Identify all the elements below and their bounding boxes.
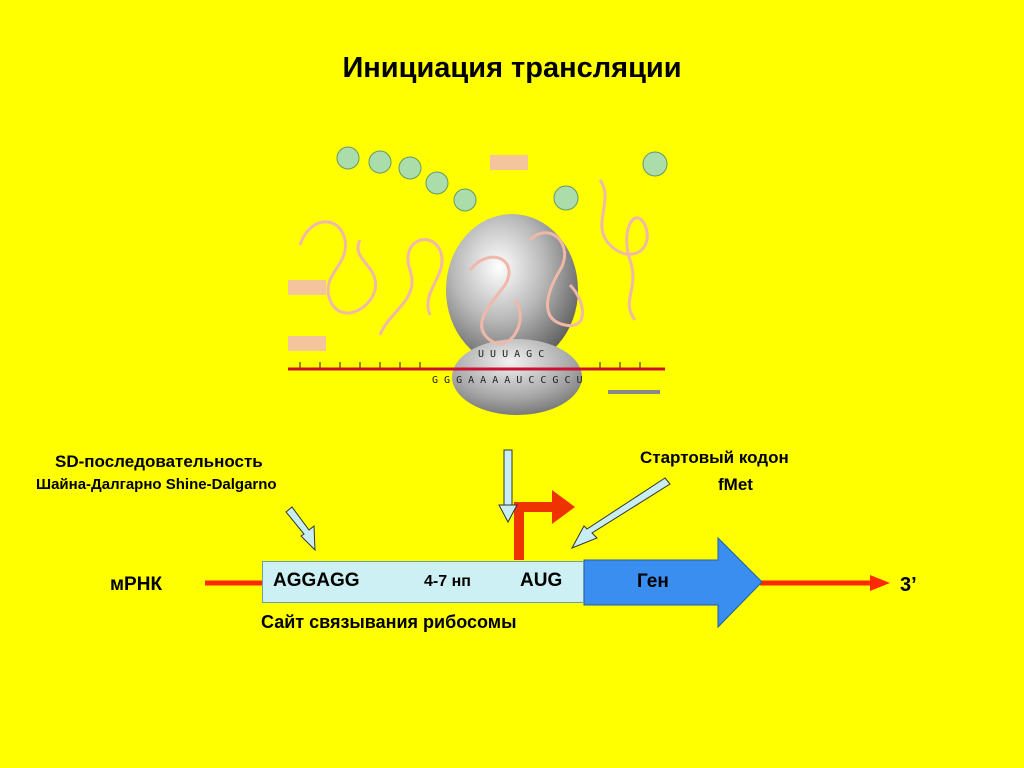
binding-site-label: Сайт связывания рибосомы <box>261 612 517 632</box>
large-subunit <box>446 214 578 366</box>
figure-codon-text: U U U A G C <box>478 349 544 360</box>
start-arrow-shaft <box>514 502 555 560</box>
trna-top-tag <box>490 155 528 170</box>
pointer-arrows <box>285 449 671 552</box>
start-codon-sub: fMet <box>718 475 753 494</box>
gene-arrow <box>583 536 763 629</box>
start-arrow-head <box>552 490 575 524</box>
start-codon-title: Стартовый кодон <box>640 448 789 467</box>
mrna-arrowhead <box>870 575 890 591</box>
small-subunit <box>452 339 582 415</box>
sd-subtitle: Шайна-Далгарно Shine-Dalgarno <box>36 476 277 493</box>
spacer-length: 4-7 нп <box>424 573 471 590</box>
start-codon-aug: AUG <box>520 570 563 591</box>
ribosome-binding-site-box <box>262 561 584 603</box>
trna-tag <box>288 280 326 295</box>
three-prime-label: 3’ <box>900 574 917 596</box>
page-title: Инициация трансляции <box>342 52 682 84</box>
sd-title: SD-последовательность <box>55 452 263 471</box>
down-pointer-head <box>498 504 518 524</box>
sd-pointer <box>285 506 316 552</box>
sd-sequence: AGGAGG <box>273 570 360 591</box>
figure-labels: U U U A G C G G G A A A A U C C G C U <box>432 349 583 386</box>
amino-acid-beads <box>336 146 668 212</box>
down-pointer-shaft <box>503 449 513 507</box>
ribosome-figure: U U U A G C G G G A A A A U C C G C U <box>283 146 693 425</box>
mrna-label: мРНК <box>110 574 163 595</box>
fmet-tag <box>288 336 326 351</box>
start-codon-pointer <box>570 477 671 549</box>
gene-label: Ген <box>637 571 669 592</box>
figure-rrna-text: G G G A A A A U C C G C U <box>432 375 583 386</box>
trna-squiggles <box>298 179 649 346</box>
